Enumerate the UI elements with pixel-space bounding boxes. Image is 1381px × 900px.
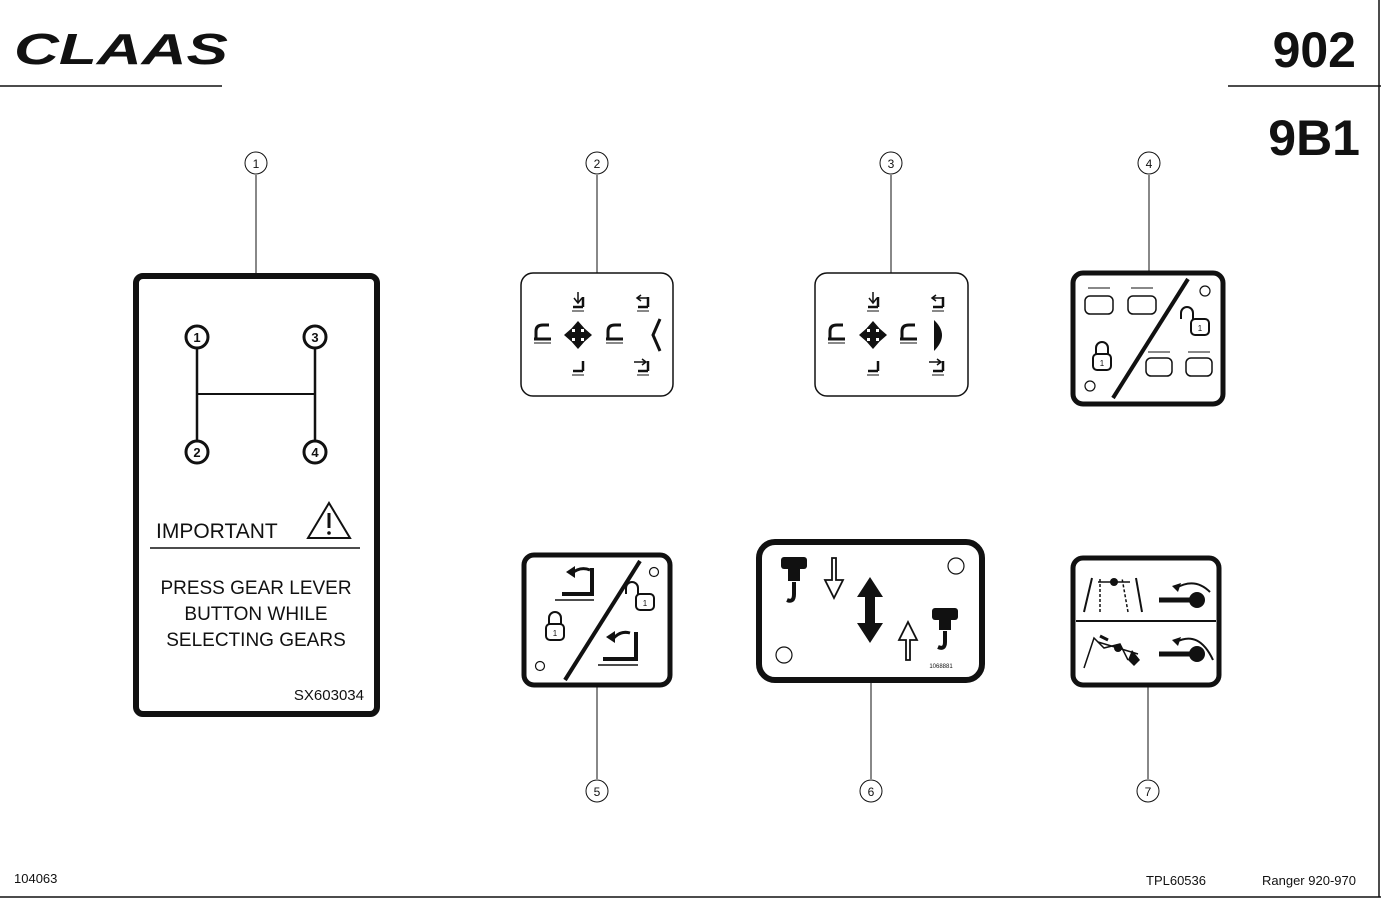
- gear-pattern: [184, 324, 328, 465]
- key-icon: [1159, 637, 1214, 662]
- decal-3-joystick: [814, 272, 969, 397]
- callout-2: 2: [585, 151, 609, 274]
- brand-logo-text: CLAAS: [14, 25, 228, 74]
- decal-1-gear-shift: 1 3 2 4 IMPORTANT PRESS GEAR LEVER BUTTO…: [133, 273, 380, 717]
- callout-5: 5: [585, 686, 609, 803]
- callout-label: 3: [888, 157, 895, 171]
- warning-triangle-icon: [306, 501, 352, 539]
- tilt-bracket-icon: [651, 318, 662, 352]
- gear-2-label: 2: [193, 445, 200, 460]
- double-arrow-icon: [857, 577, 883, 643]
- arrow-up-icon: [897, 619, 919, 661]
- callout-7: 7: [1136, 686, 1160, 803]
- instruction-line-1: PRESS GEAR LEVER: [160, 578, 351, 599]
- callout-4: 4: [1137, 151, 1161, 272]
- callout-label: 7: [1145, 785, 1152, 799]
- sub-group-number: 9B1: [1268, 110, 1360, 166]
- gear-1-label: 1: [193, 330, 200, 345]
- instruction-line-3: SELECTING GEARS: [166, 630, 346, 651]
- callout-label: 5: [594, 785, 601, 799]
- group-number: 902: [1273, 22, 1356, 78]
- callout-3: 3: [879, 151, 903, 274]
- decal-small-code: 1068881: [929, 664, 953, 670]
- instruction-line-2: BUTTON WHILE: [184, 604, 327, 625]
- gear-3-label: 3: [311, 330, 318, 345]
- callout-label: 2: [594, 157, 601, 171]
- callout-label: 6: [868, 785, 875, 799]
- gear-4-label: 4: [311, 445, 319, 460]
- half-moon-icon: [934, 320, 942, 351]
- hook-icon: [781, 557, 807, 603]
- arrow-down-icon: [823, 557, 845, 601]
- axle-straight-icon: [1083, 577, 1143, 613]
- decal-7-steering-mode: [1070, 555, 1222, 688]
- decal-part-number: SX603034: [294, 687, 364, 704]
- callout-6: 6: [859, 682, 883, 803]
- footer-model: Ranger 920-970: [1262, 873, 1356, 888]
- decal-6-hook: 1068881: [756, 539, 985, 683]
- cylinder-icon: [1084, 287, 1213, 377]
- axle-tilted-icon: [1083, 634, 1140, 669]
- bucket-down-icon: [598, 630, 638, 666]
- four-way-arrow-icon: [564, 321, 592, 349]
- callout-label: 1: [253, 157, 260, 171]
- callout-1: 1: [244, 151, 268, 275]
- important-label: IMPORTANT: [156, 520, 278, 543]
- callout-label: 4: [1146, 157, 1153, 171]
- footer-template-code: TPL60536: [1146, 873, 1206, 888]
- hook-icon: [932, 608, 958, 650]
- footer-left-code: 104063: [14, 871, 58, 886]
- four-way-arrow-icon: [859, 321, 887, 349]
- claas-logo: CLAAS: [14, 25, 228, 74]
- decal-4-lock: [1070, 270, 1226, 407]
- decal-2-joystick: [520, 272, 674, 397]
- bucket-up-icon: [555, 566, 594, 601]
- decal-5-bucket-lock: [521, 552, 673, 688]
- key-icon: [1159, 582, 1211, 608]
